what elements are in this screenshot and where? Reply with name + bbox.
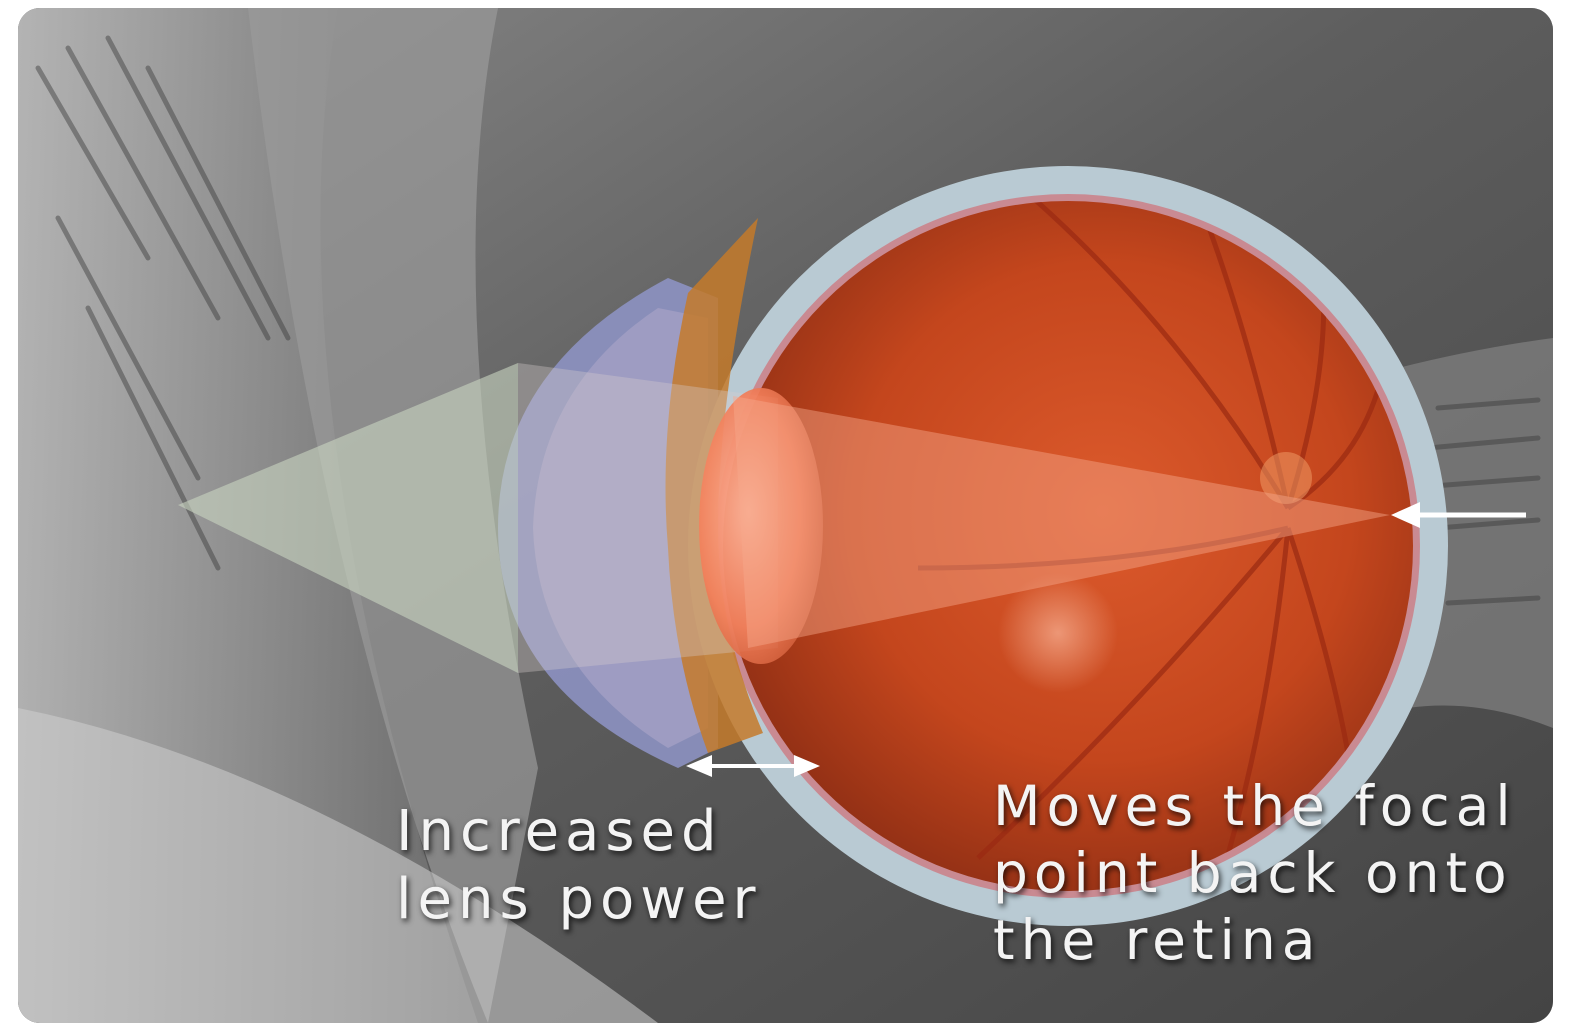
lens-power-caption-line-2: lens power (396, 866, 762, 934)
focal-point-caption-line-3: the retina (993, 907, 1517, 974)
diagram-frame: Increased lens power Moves the focal poi… (18, 8, 1553, 1023)
lens-power-caption: Increased lens power (396, 798, 762, 935)
focal-point-caption-line-1: Moves the focal (993, 773, 1517, 840)
lens-power-caption-line-1: Increased (396, 798, 762, 866)
focal-point-caption-line-2: point back onto (993, 840, 1517, 907)
focal-point-caption: Moves the focal point back onto the reti… (993, 773, 1517, 974)
